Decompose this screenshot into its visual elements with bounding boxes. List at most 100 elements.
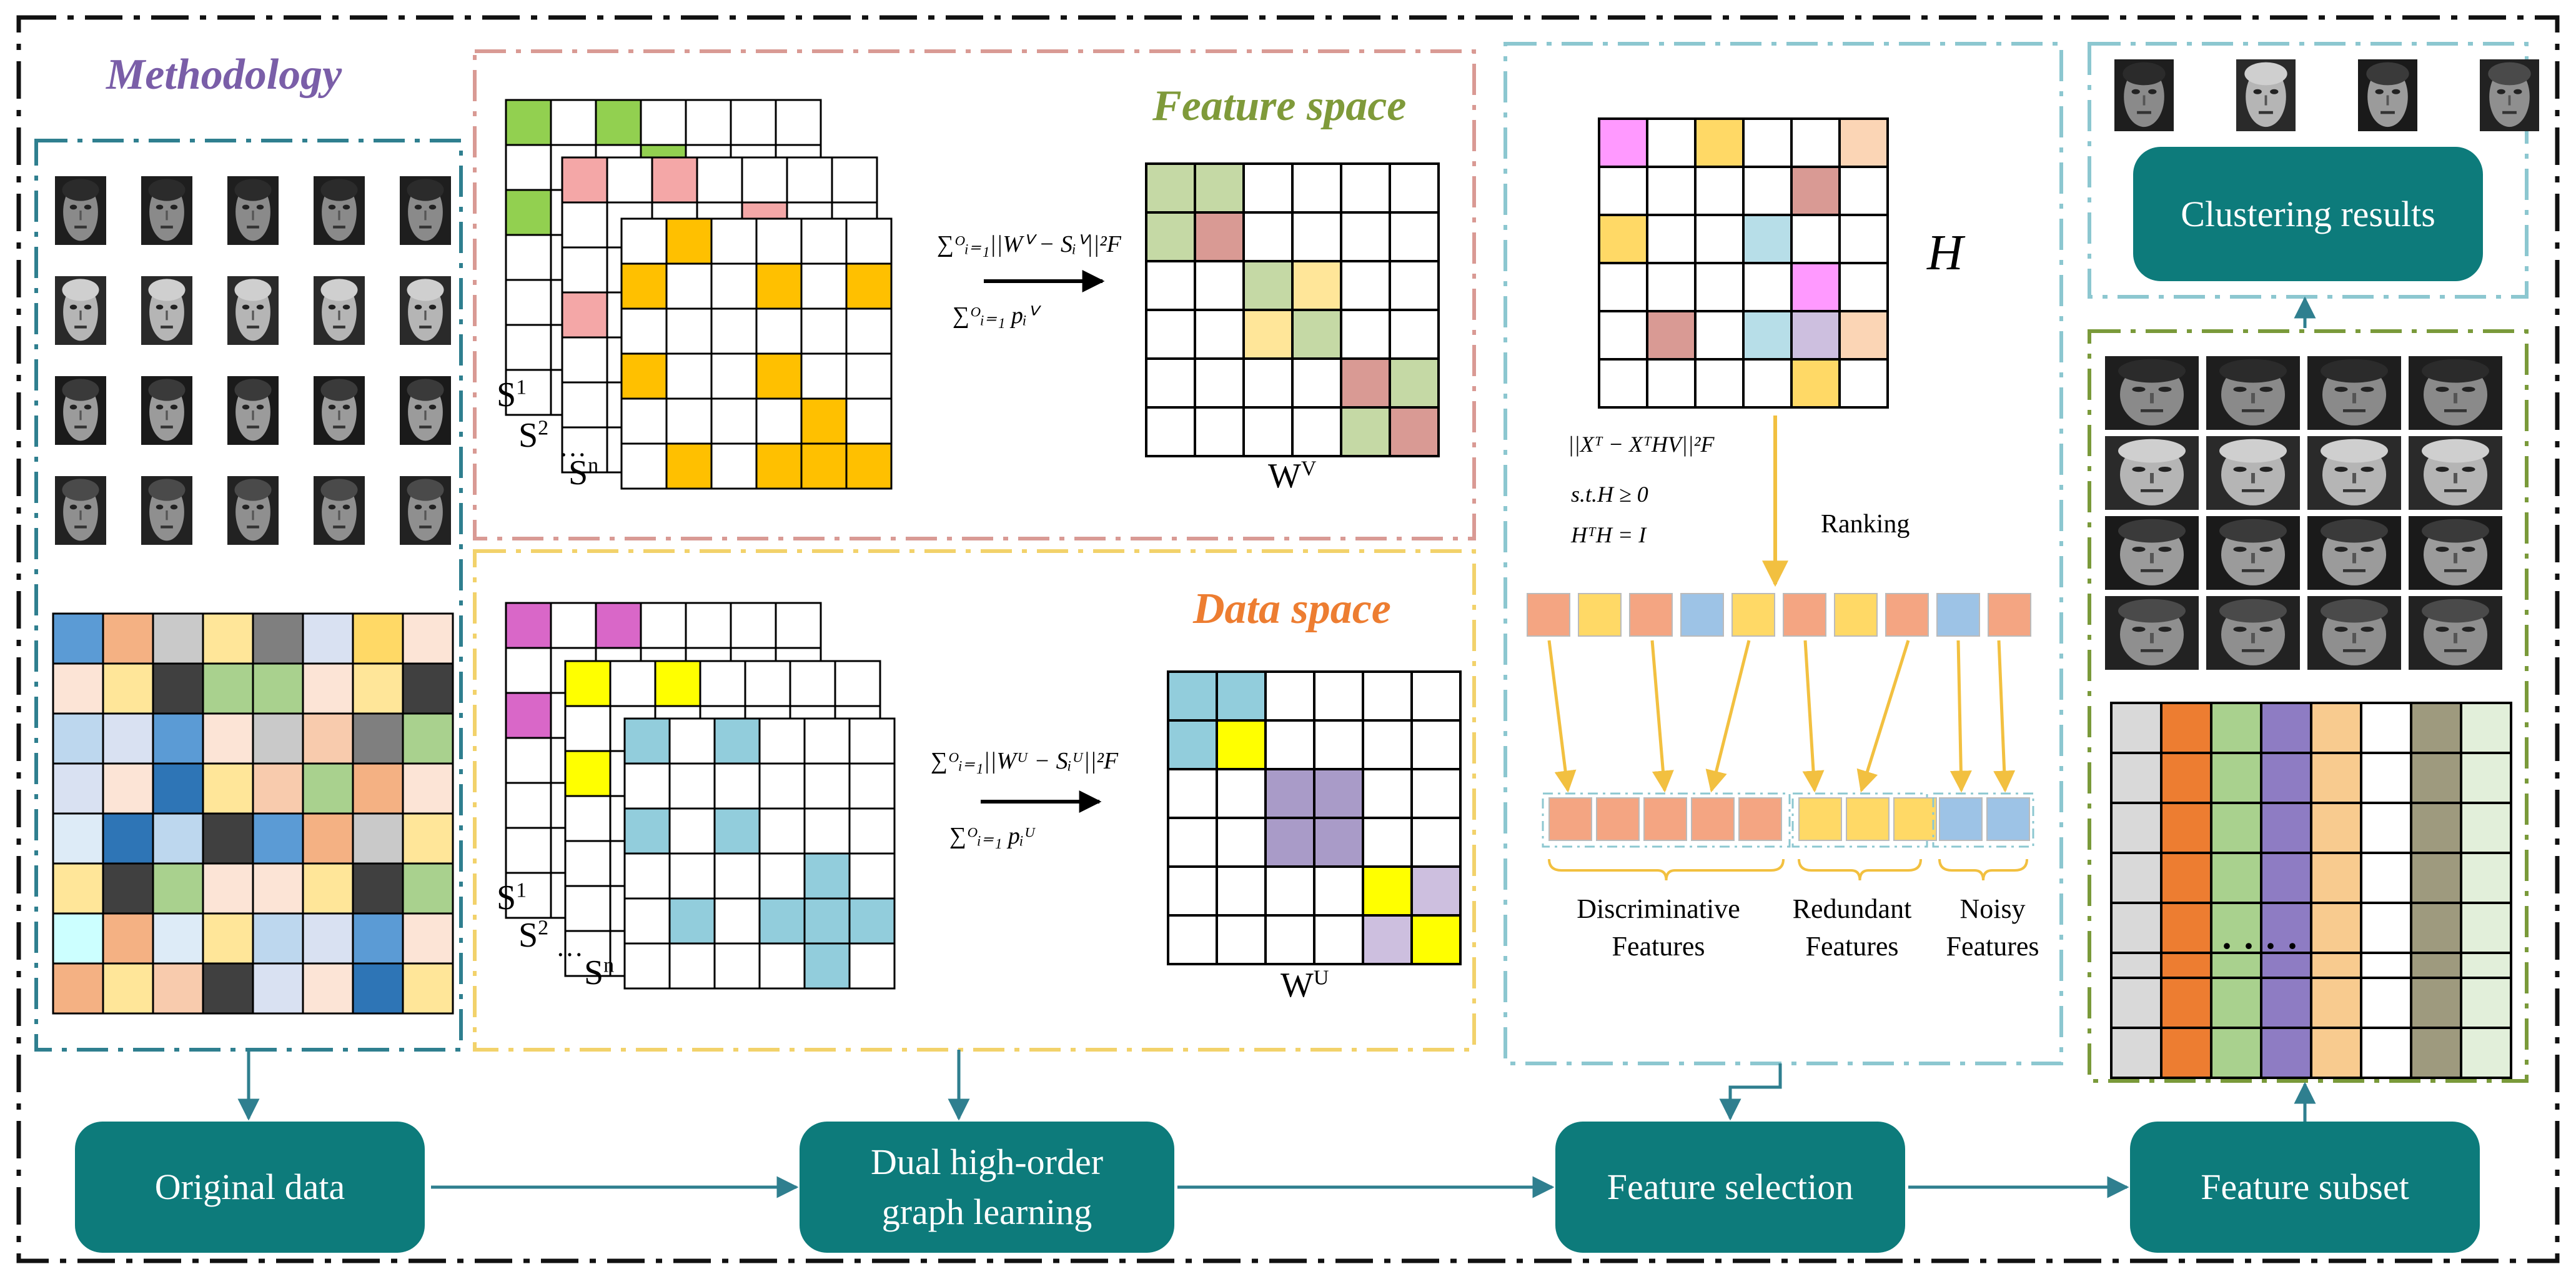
matrix-cell <box>1145 260 1196 311</box>
node-label: Original data <box>154 1167 345 1207</box>
matrix-cell <box>1340 211 1391 262</box>
data-space-consensus-matrix <box>1167 670 1462 965</box>
matrix-cell <box>685 602 732 649</box>
group-label-line: Noisy <box>1959 893 2026 924</box>
matrix-cell <box>1742 358 1793 409</box>
matrix-cell <box>1291 211 1342 262</box>
matrix-cell <box>102 912 154 965</box>
feature-subset-panel <box>2088 329 2529 1083</box>
matrix-cell <box>302 612 354 665</box>
matrix-cell <box>1742 214 1793 264</box>
matrix-cell <box>713 852 761 900</box>
matrix-cell <box>505 144 552 191</box>
matrix-cell <box>302 962 354 1015</box>
data-space-result-label: WU <box>1281 965 1329 1005</box>
matrix-cell <box>2210 1027 2262 1079</box>
matrix-cell <box>1167 817 1218 868</box>
matrix-cell <box>2360 702 2412 754</box>
matrix-cell <box>1291 406 1342 457</box>
matrix-cell <box>1340 406 1391 457</box>
matrix-cell <box>665 442 713 490</box>
matrix-cell <box>789 660 836 707</box>
clustering-results-node: Clustering results <box>2133 147 2483 281</box>
matrix-cell <box>1264 817 1315 868</box>
ranked-feature-cell <box>1988 593 2031 637</box>
matrix-cell <box>1194 309 1245 360</box>
matrix-cell <box>713 717 761 765</box>
face-thumbnail-icon <box>2409 596 2502 670</box>
matrix-cell <box>2110 802 2162 854</box>
constraint-nonneg: s.t.H ≥ 0 <box>1571 482 1648 507</box>
stack-label-sup: 2 <box>538 916 549 940</box>
matrix-cell <box>2160 977 2212 1029</box>
matrix-cell <box>2360 977 2412 1029</box>
matrix-cell <box>1410 719 1462 770</box>
face-thumbnail-icon <box>55 176 106 245</box>
matrix-cell <box>2360 902 2412 954</box>
feature-space-panel <box>473 49 1476 540</box>
matrix-cell <box>352 862 404 915</box>
matrix-cell <box>1742 262 1793 312</box>
ranked-feature-cell <box>1731 593 1775 637</box>
matrix-cell <box>2310 852 2362 904</box>
stack-label-sup: 2 <box>538 416 549 440</box>
ranked-feature-cell <box>1834 593 1878 637</box>
matrix-cell <box>640 99 687 146</box>
matrix-cell <box>1194 211 1245 262</box>
matrix-cell <box>1742 166 1793 216</box>
matrix-cell <box>1646 310 1697 361</box>
matrix-cell <box>755 307 803 355</box>
face-thumbnail-icon <box>2307 596 2401 670</box>
face-thumbnail-icon <box>400 376 451 445</box>
subset-ellipsis: · · · · <box>2221 925 2299 967</box>
matrix-cell <box>2310 977 2362 1029</box>
stack-label-text: S <box>518 916 538 955</box>
matrix-cell <box>1790 262 1841 312</box>
matrix-cell <box>202 662 254 715</box>
matrix-cell <box>1340 309 1391 360</box>
matrix-cell <box>1291 260 1342 311</box>
face-thumbnail-icon <box>2114 59 2174 131</box>
methodology-title: Methodology <box>106 51 342 99</box>
face-thumbnail-icon <box>2206 356 2300 430</box>
matrix-cell <box>52 712 104 765</box>
matrix-cell <box>1838 166 1889 216</box>
matrix-cell <box>252 912 304 965</box>
matrix-cell <box>696 156 743 204</box>
matrix-cell <box>352 912 404 965</box>
face-thumbnail-icon <box>2206 596 2300 670</box>
matrix-cell <box>52 812 104 865</box>
matrix-cell <box>561 246 608 294</box>
group-label-line: Discriminative <box>1577 893 1740 924</box>
group-label-discriminative: Discriminative Features <box>1565 890 1752 965</box>
matrix-cell <box>848 807 896 855</box>
matrix-cell <box>302 812 354 865</box>
matrix-cell <box>1742 310 1793 361</box>
matrix-cell <box>352 612 404 665</box>
matrix-cell <box>152 912 204 965</box>
matrix-cell <box>505 827 552 874</box>
matrix-cell <box>102 812 154 865</box>
matrix-cell <box>744 660 791 707</box>
face-thumbnail-icon <box>141 176 192 245</box>
stack-ellipsis: … <box>556 932 583 962</box>
matrix-cell <box>2410 752 2462 804</box>
matrix-cell <box>1264 719 1315 770</box>
arrow-down-icon <box>1705 640 1751 793</box>
matrix-cell <box>1242 309 1294 360</box>
matrix-cell <box>2110 1027 2162 1079</box>
face-thumbnail-icon <box>2206 516 2300 590</box>
matrix-cell <box>352 712 404 765</box>
matrix-cell <box>561 201 608 249</box>
feature-subset-matrix <box>2110 702 2512 1004</box>
matrix-cell <box>1389 309 1440 360</box>
original-data-node: Original data <box>75 1122 425 1253</box>
matrix-cell <box>2210 702 2262 754</box>
matrix-cell <box>2410 802 2462 854</box>
matrix-cell <box>2410 977 2462 1029</box>
matrix-cell <box>202 762 254 815</box>
face-thumbnail-icon <box>400 276 451 345</box>
matrix-cell <box>302 762 354 815</box>
matrix-cell <box>620 352 668 400</box>
matrix-cell <box>2410 852 2462 904</box>
